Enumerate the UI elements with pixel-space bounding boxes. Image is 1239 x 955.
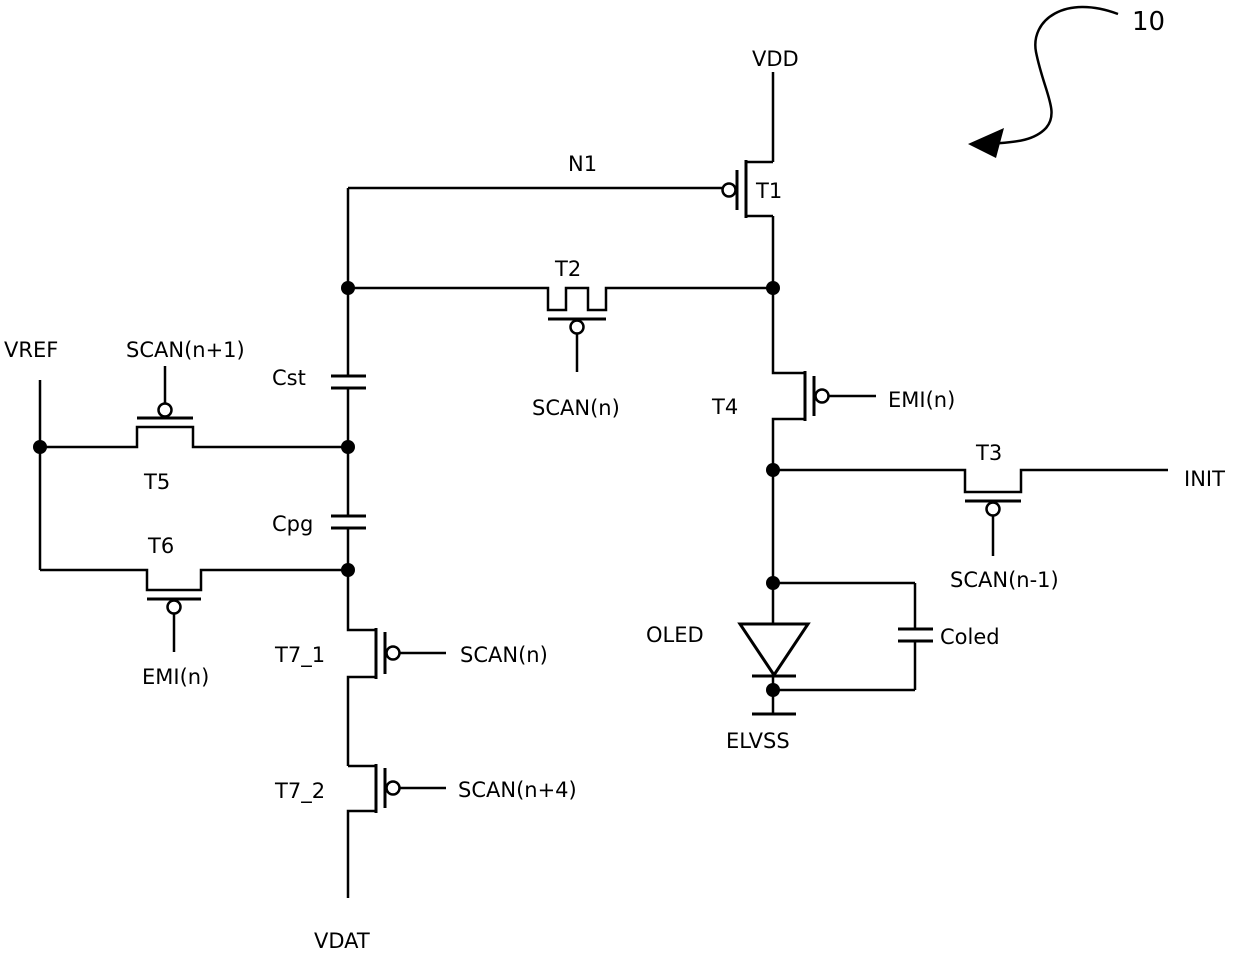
t3-gate-bubble bbox=[987, 503, 1000, 516]
t4-label: T4 bbox=[711, 395, 738, 419]
vdd-label: VDD bbox=[752, 47, 799, 71]
oled-diode-symbol bbox=[740, 624, 808, 675]
t1-label: T1 bbox=[755, 179, 782, 203]
t7-1-gate-signal: SCAN(n) bbox=[460, 643, 548, 667]
t2-gate-bubble bbox=[571, 321, 584, 334]
junction-cpg-t6 bbox=[341, 563, 355, 577]
junction-n1 bbox=[341, 281, 355, 295]
junction-t1-drain bbox=[766, 281, 780, 295]
reference-arrowhead bbox=[968, 128, 1004, 158]
n1-label: N1 bbox=[568, 152, 597, 176]
junction-anode bbox=[766, 576, 780, 590]
t7-2-wire bbox=[348, 766, 376, 898]
elvss-label: ELVSS bbox=[726, 729, 790, 753]
t3-wire bbox=[773, 470, 1168, 492]
t1-gate-bubble bbox=[723, 184, 736, 197]
cst-label: Cst bbox=[272, 366, 306, 390]
t6-gate-signal: EMI(n) bbox=[142, 665, 209, 689]
t7-2-gate-signal: SCAN(n+4) bbox=[458, 778, 577, 802]
t4-gate-signal: EMI(n) bbox=[888, 388, 955, 412]
t7-2-gate-bubble bbox=[387, 782, 400, 795]
vref-label: VREF bbox=[4, 338, 58, 362]
coled-label: Coled bbox=[940, 625, 1000, 649]
t3-label: T3 bbox=[975, 441, 1002, 465]
t3-gate-signal: SCAN(n-1) bbox=[950, 568, 1059, 592]
t6-gate-bubble bbox=[168, 601, 181, 614]
t7-1-gate-bubble bbox=[387, 647, 400, 660]
reference-number: 10 bbox=[1132, 7, 1165, 37]
t6-label: T6 bbox=[147, 534, 174, 558]
reference-leader-line bbox=[990, 7, 1118, 144]
junction-cathode bbox=[766, 683, 780, 697]
t4-wire bbox=[773, 288, 805, 470]
init-label: INIT bbox=[1184, 467, 1225, 491]
t5-wire bbox=[40, 427, 348, 447]
t2-label: T2 bbox=[554, 257, 581, 281]
t7-1-label: T7_1 bbox=[274, 643, 325, 668]
cpg-label: Cpg bbox=[272, 512, 313, 536]
t2-wire bbox=[348, 288, 773, 310]
t7-2-label: T7_2 bbox=[274, 779, 325, 804]
t2-gate-signal: SCAN(n) bbox=[532, 396, 620, 420]
junction-cst-cpg bbox=[341, 440, 355, 454]
t7-1-wire bbox=[348, 570, 376, 766]
junction-vref bbox=[33, 440, 47, 454]
vdat-label: VDAT bbox=[314, 929, 370, 953]
t4-gate-bubble bbox=[816, 390, 829, 403]
oled-label: OLED bbox=[646, 623, 704, 647]
junction-t4-t3 bbox=[766, 463, 780, 477]
t6-wire bbox=[40, 570, 348, 590]
t5-gate-bubble bbox=[159, 404, 172, 417]
t5-gate-signal: SCAN(n+1) bbox=[126, 338, 245, 362]
t5-label: T5 bbox=[143, 470, 170, 494]
